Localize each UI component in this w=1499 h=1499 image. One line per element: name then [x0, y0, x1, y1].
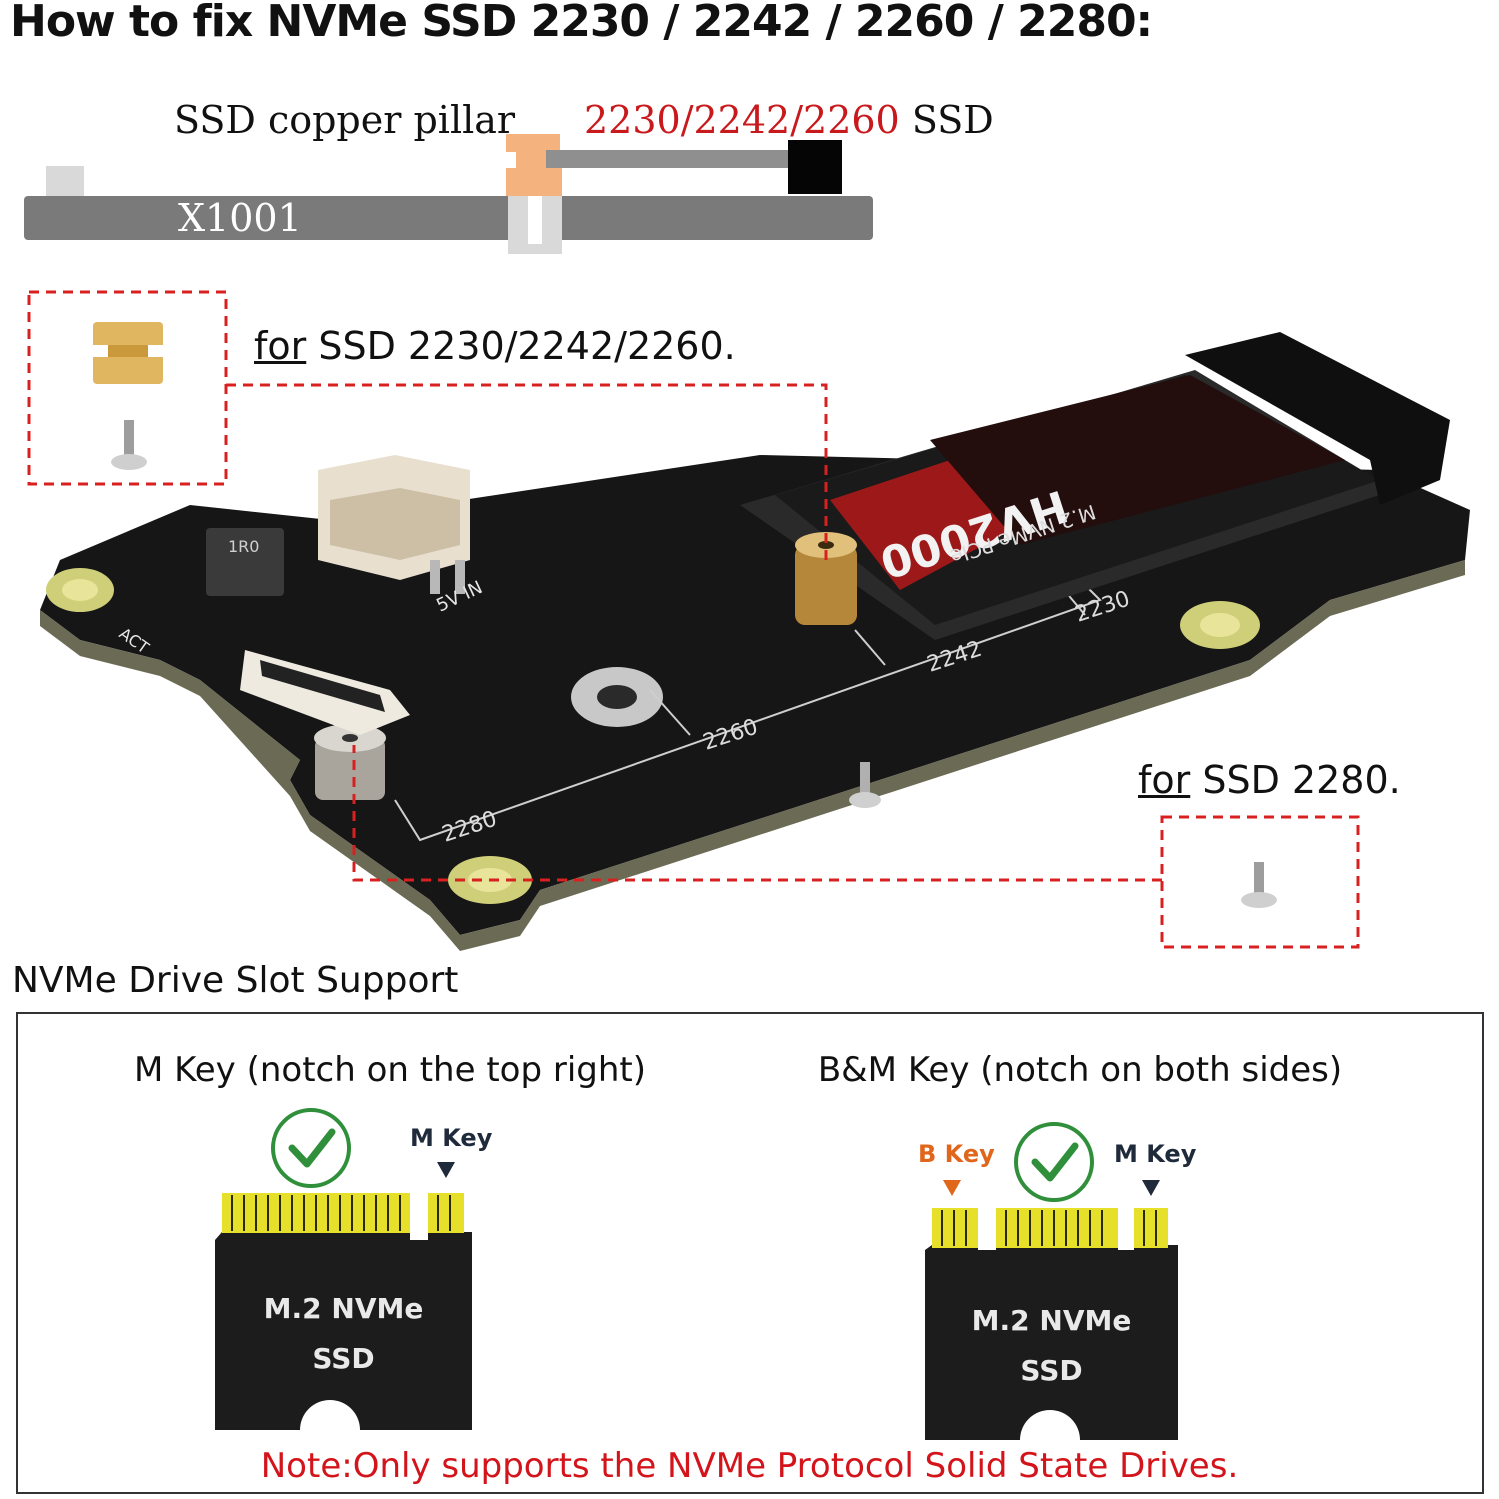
copper-pillar-base [506, 168, 562, 196]
brass-pillar [795, 545, 857, 625]
leader-line-small [226, 383, 828, 560]
page-title: How to fix NVMe SSD 2230 / 2242 / 2260 /… [10, 0, 1153, 47]
b-key-tag: B Key [918, 1140, 995, 1168]
mounting-cross-section-diagram [24, 134, 873, 254]
slot-support-box [16, 1012, 1484, 1494]
board-photo-illustration: 2280 2260 2242 2230 1R0 5V IN ACT HV2000… [27, 290, 1470, 951]
m-key-card [215, 1193, 472, 1430]
for-word: for [254, 324, 307, 368]
m-key-arrow-icon [437, 1162, 455, 1178]
board-bar [24, 196, 873, 240]
ssd-sizes-text: 2230/2242/2260 [584, 98, 900, 142]
bm-m-key-arrow-icon [1142, 1180, 1160, 1196]
svg-text:1R0: 1R0 [228, 537, 259, 556]
bm-key-check-icon [1014, 1122, 1094, 1202]
ssd-board-bar [546, 150, 790, 168]
inductor [206, 528, 284, 596]
card-line-2: SSD [312, 1342, 375, 1375]
ssd-2280-caption: for SSD 2280. [1138, 758, 1401, 802]
nvme-only-note: Note:Only supports the NVMe Protocol Sol… [260, 1446, 1239, 1486]
copper-pillar-neck [516, 152, 546, 168]
board-label: X1001 [178, 196, 302, 240]
small-ssd-text: SSD 2230/2242/2260. [318, 324, 736, 368]
m-key-tag: M Key [410, 1124, 493, 1152]
b-key-arrow-icon [943, 1180, 961, 1196]
key-illustrations [215, 1108, 1178, 1440]
loose-screw [860, 762, 870, 796]
slot-support-title: NVMe Drive Slot Support [12, 960, 459, 1001]
ssd-2280-text: SSD 2280. [1202, 758, 1401, 802]
m-key-heading: M Key (notch on the top right) [133, 1050, 647, 1090]
card-line-2: SSD [1020, 1354, 1083, 1387]
m-key-card-text: M.2 NVMe SSD [215, 1284, 472, 1384]
bm-m-key-tag: M Key [1114, 1140, 1197, 1168]
bm-key-card-text: M.2 NVMe SSD [925, 1296, 1178, 1396]
copper-pillar-label: SSD copper pillar [174, 98, 516, 142]
copper-pillar-cap [506, 134, 560, 152]
ssd-text: SSD [911, 98, 994, 142]
ssd-size-label: 2230/2242/2260 SSD [584, 98, 994, 142]
card-line-1: M.2 NVMe [263, 1292, 424, 1325]
leader-line-2280 [352, 745, 1162, 882]
accessory-box-small [27, 290, 228, 486]
bm-key-heading: B&M Key (notch on both sides) [817, 1050, 1343, 1090]
silver-standoff [315, 738, 385, 800]
card-line-1: M.2 NVMe [971, 1304, 1132, 1337]
accessory-box-2280 [1160, 815, 1360, 949]
ssd-connector-block [788, 140, 842, 194]
screw-icon-small [124, 420, 134, 458]
screw-icon-2280 [1254, 862, 1264, 898]
small-ssd-caption: for SSD 2230/2242/2260. [254, 324, 736, 368]
m2-socket [1185, 332, 1450, 505]
board-left-standoff [46, 166, 84, 196]
m-key-check-icon [271, 1108, 351, 1188]
for-word: for [1138, 758, 1191, 802]
bm-key-card [925, 1208, 1178, 1440]
